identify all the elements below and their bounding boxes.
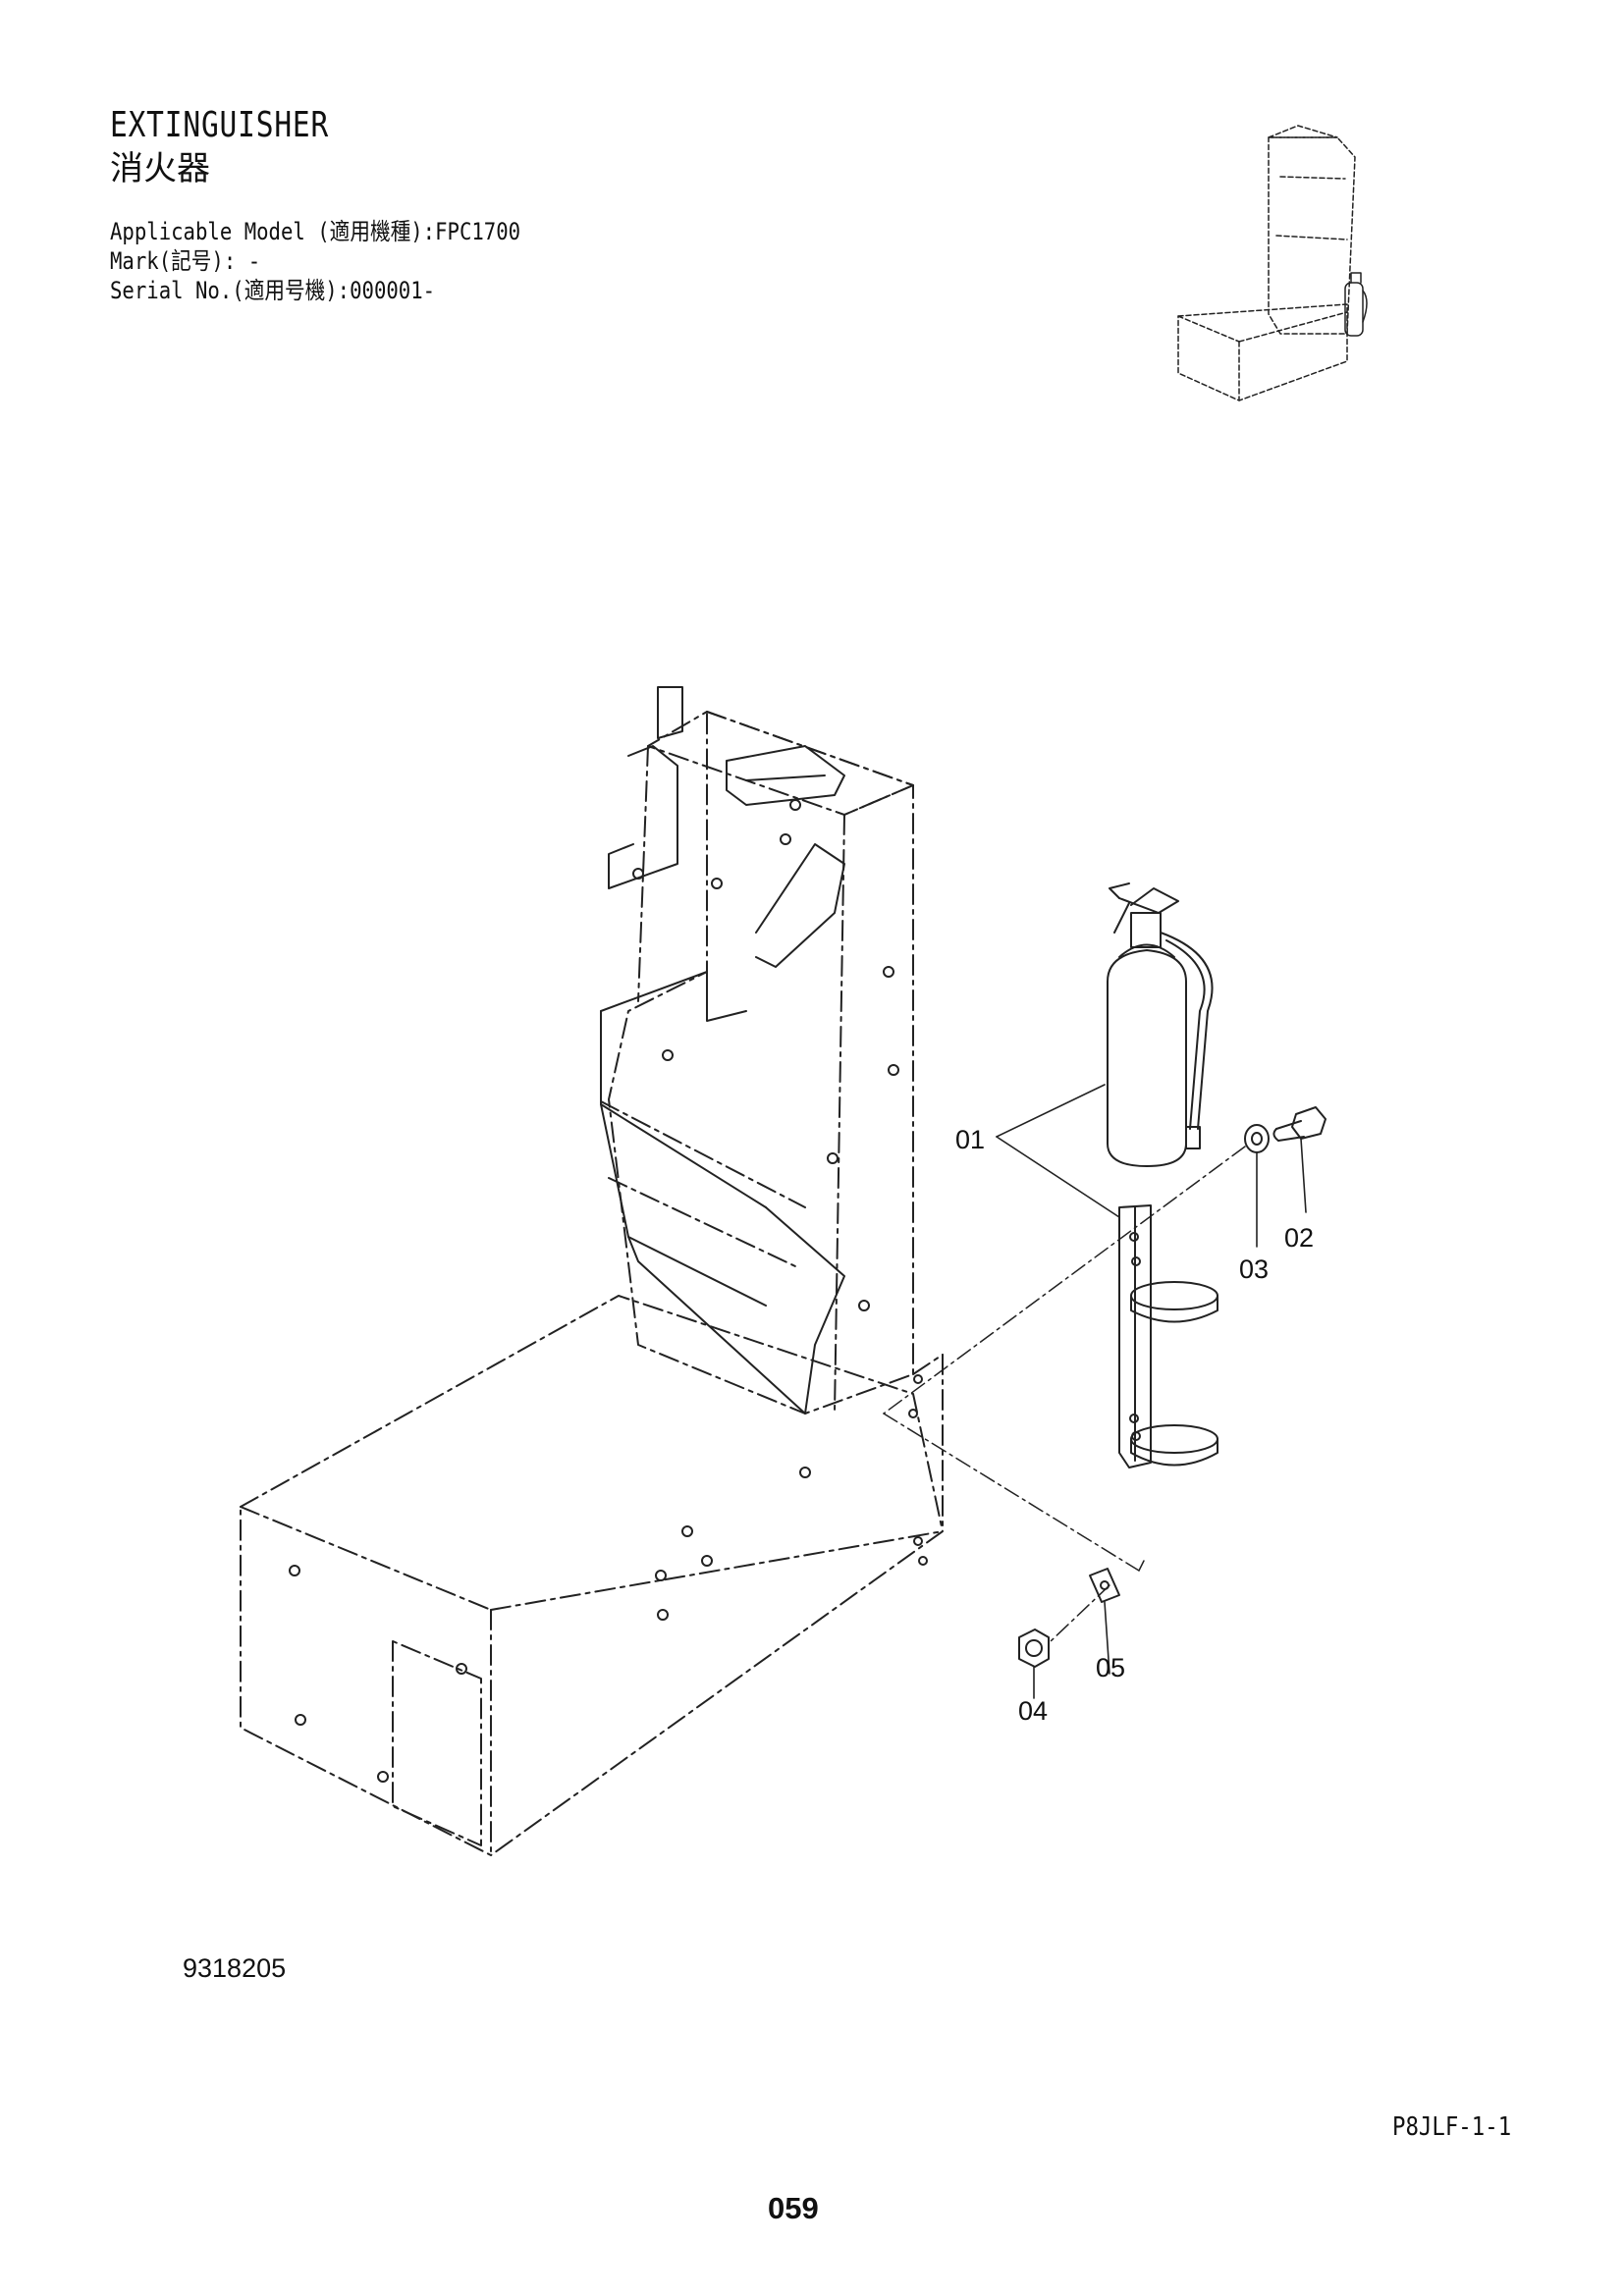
location-thumbnail xyxy=(1177,125,1356,401)
page-number: 059 xyxy=(768,2191,819,2225)
assembly-guide-lines xyxy=(883,1146,1246,1642)
extinguisher-bracket xyxy=(1118,1204,1218,1468)
seat-stand-assembly xyxy=(240,711,944,1856)
applicable-model: Applicable Model (適用機種):FPC1700 xyxy=(110,218,521,245)
callout-03: 03 xyxy=(1239,1255,1269,1284)
seat-stand-side-panel xyxy=(289,686,928,1783)
thumbnail-extinguisher-icon xyxy=(1344,272,1368,337)
callout-01: 01 xyxy=(955,1125,985,1154)
callout-04: 04 xyxy=(1018,1696,1048,1726)
callout-05: 05 xyxy=(1096,1653,1125,1682)
leader-lines xyxy=(996,1084,1307,1699)
document-code: P8JLF-1-1 xyxy=(1392,2112,1512,2142)
drawing-number: 9318205 xyxy=(183,1953,287,1983)
callout-02: 02 xyxy=(1284,1223,1314,1253)
mark-line: Mark(記号): - xyxy=(110,247,261,275)
page-title-japanese: 消火器 xyxy=(110,149,210,188)
bolt-part-02 xyxy=(1272,1106,1326,1142)
plate-part-05 xyxy=(1089,1568,1120,1603)
fire-extinguisher-part-01 xyxy=(1107,882,1214,1167)
serial-number: Serial No.(適用号機):000001- xyxy=(110,277,436,304)
page-title: EXTINGUISHER xyxy=(110,105,330,145)
nut-part-04 xyxy=(1018,1629,1050,1668)
washer-part-03 xyxy=(1244,1124,1270,1153)
